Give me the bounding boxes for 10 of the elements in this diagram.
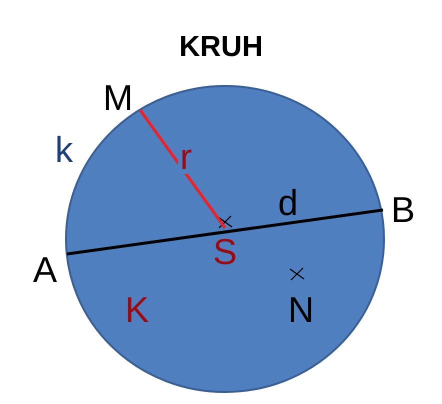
point-label: N (288, 290, 314, 330)
point-label: A (32, 250, 57, 290)
circle-name-label: k (55, 130, 73, 170)
point-label: M (103, 78, 133, 118)
point-label: B (390, 190, 415, 230)
diameter-line (66, 208, 384, 256)
radius-line (138, 109, 226, 229)
title: KRUH (178, 30, 264, 64)
circle-label: K (125, 290, 150, 330)
point-label: S (212, 232, 237, 272)
